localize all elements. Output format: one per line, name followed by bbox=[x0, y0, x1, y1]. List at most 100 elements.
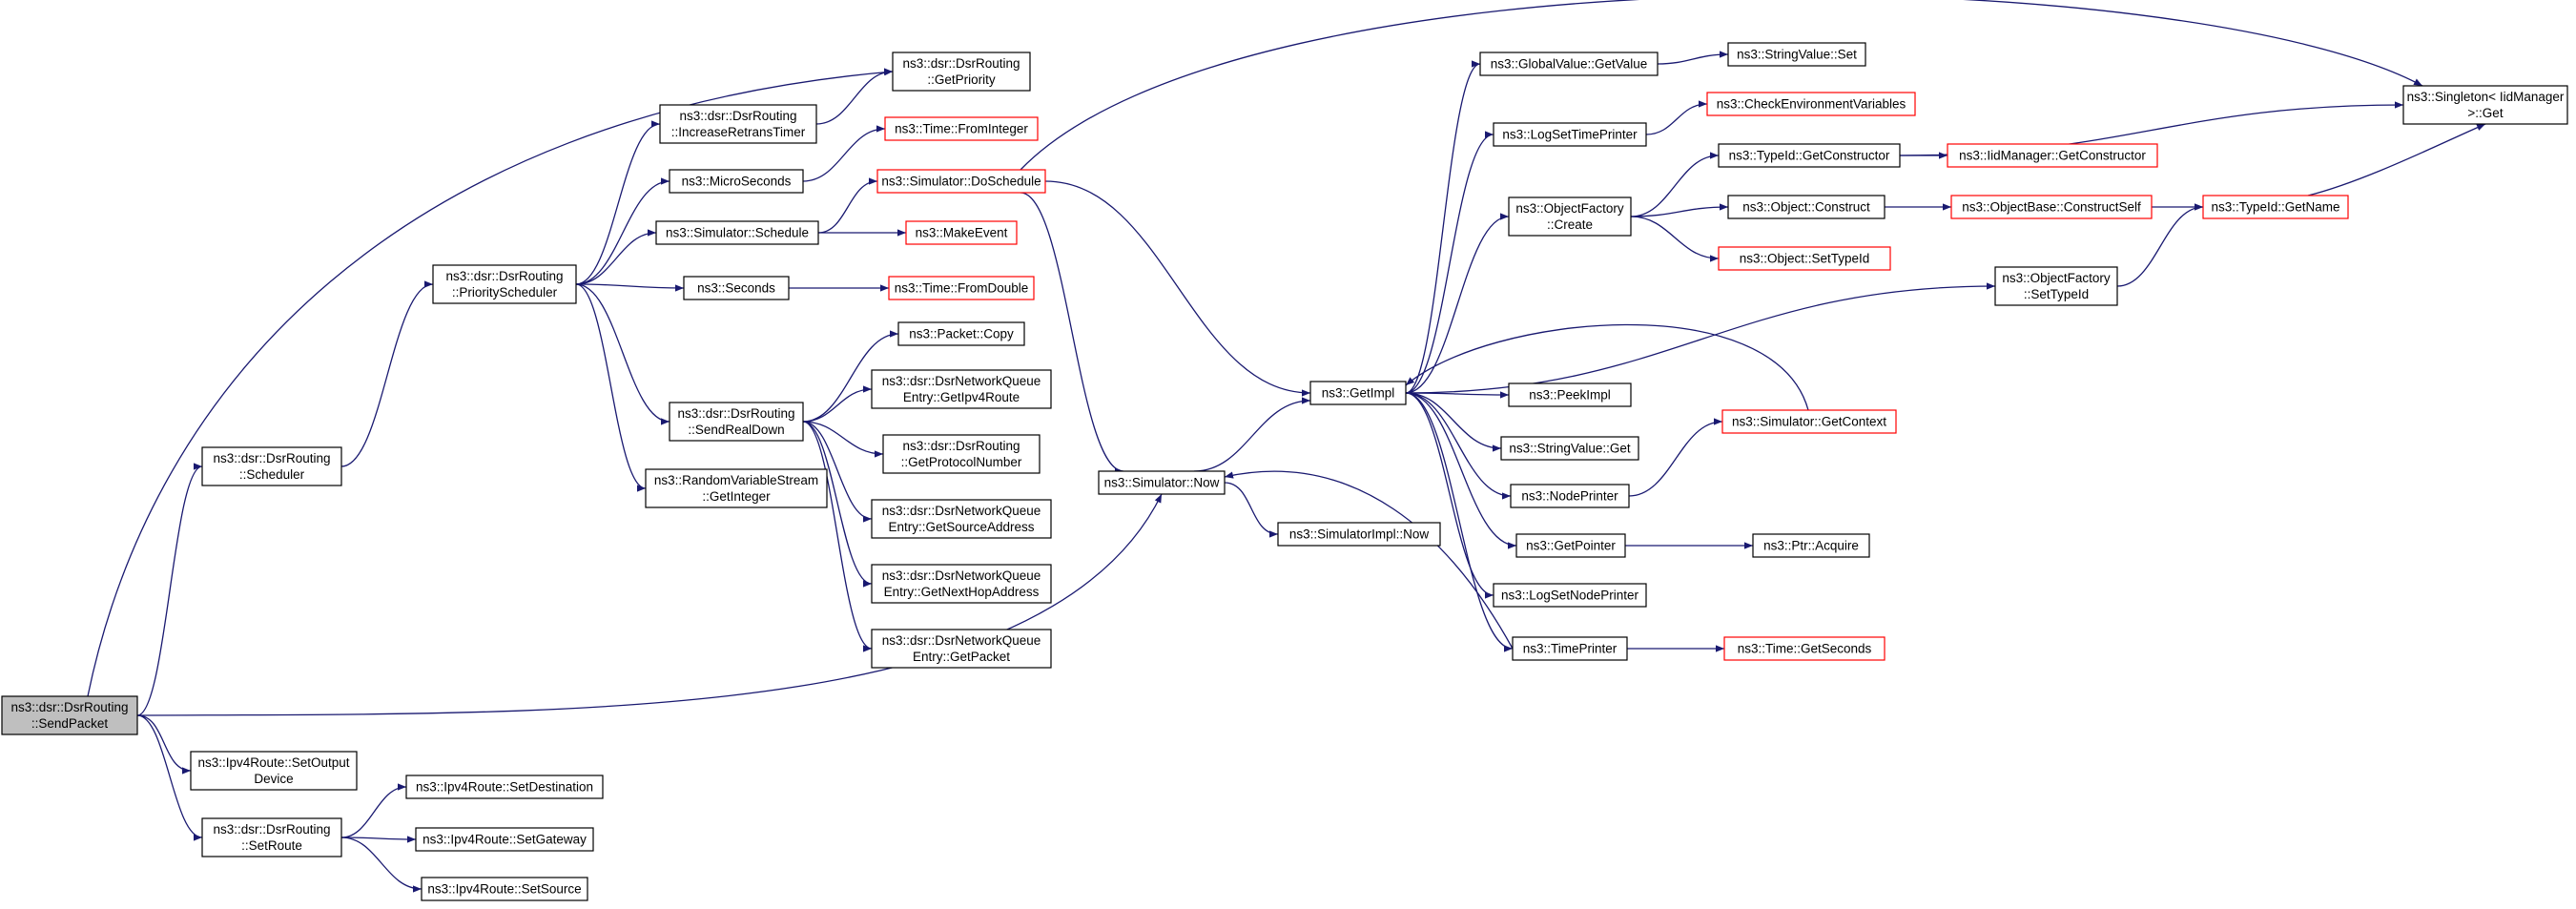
node-box[interactable] bbox=[1, 695, 138, 735]
node-box[interactable] bbox=[897, 321, 1025, 346]
node-box[interactable] bbox=[1752, 533, 1870, 558]
node-logsettime[interactable]: ns3::LogSetTimePrinter bbox=[1493, 122, 1647, 147]
node-box[interactable] bbox=[1493, 583, 1647, 608]
node-singleton[interactable]: ns3::Singleton< IidManager >::Get bbox=[2402, 85, 2568, 125]
node-box[interactable] bbox=[1479, 52, 1659, 76]
node-setgw[interactable]: ns3::Ipv4Route::SetGateway bbox=[415, 827, 594, 852]
node-incretrans[interactable]: ns3::dsr::DsrRouting::IncreaseRetransTim… bbox=[659, 104, 817, 144]
node-getipv4route[interactable]: ns3::dsr::DsrNetworkQueueEntry::GetIpv4R… bbox=[871, 369, 1052, 409]
node-getprio[interactable]: ns3::dsr::DsrRouting::GetPriority bbox=[892, 52, 1031, 92]
node-priosched[interactable]: ns3::dsr::DsrRouting::PriorityScheduler bbox=[432, 264, 577, 304]
node-objsettid[interactable]: ns3::Object::SetTypeId bbox=[1718, 246, 1891, 271]
node-doschedule[interactable]: ns3::Simulator::DoSchedule bbox=[876, 169, 1046, 194]
node-logsetnode[interactable]: ns3::LogSetNodePrinter bbox=[1493, 583, 1647, 608]
node-sendpacket[interactable]: ns3::dsr::DsrRouting::SendPacket bbox=[1, 695, 138, 735]
node-box[interactable] bbox=[1508, 196, 1632, 237]
node-box[interactable] bbox=[1510, 484, 1630, 508]
node-box[interactable] bbox=[1508, 382, 1632, 407]
node-setdest[interactable]: ns3::Ipv4Route::SetDestination bbox=[405, 775, 604, 799]
node-timegetsec[interactable]: ns3::Time::GetSeconds bbox=[1723, 636, 1886, 661]
node-microsec[interactable]: ns3::MicroSeconds bbox=[669, 169, 804, 194]
node-ptracquire[interactable]: ns3::Ptr::Acquire bbox=[1752, 533, 1870, 558]
node-box[interactable] bbox=[655, 220, 819, 245]
node-box[interactable] bbox=[645, 468, 828, 508]
node-box[interactable] bbox=[2202, 195, 2349, 219]
node-box[interactable] bbox=[1718, 246, 1891, 271]
node-box[interactable] bbox=[415, 827, 594, 852]
node-box[interactable] bbox=[1277, 522, 1441, 547]
node-rvsgetint[interactable]: ns3::RandomVariableStream::GetInteger bbox=[645, 468, 828, 508]
node-box[interactable] bbox=[405, 775, 604, 799]
node-box[interactable] bbox=[882, 434, 1041, 474]
node-simnow[interactable]: ns3::Simulator::Now bbox=[1098, 470, 1226, 495]
node-getcontext[interactable]: ns3::Simulator::GetContext bbox=[1721, 409, 1897, 434]
node-box[interactable] bbox=[876, 169, 1046, 194]
node-box[interactable] bbox=[1309, 381, 1407, 405]
node-fromdouble[interactable]: ns3::Time::FromDouble bbox=[888, 276, 1035, 300]
node-ofsettid[interactable]: ns3::ObjectFactory::SetTypeId bbox=[1994, 266, 2118, 306]
node-simsched[interactable]: ns3::Simulator::Schedule bbox=[655, 220, 819, 245]
node-box[interactable] bbox=[871, 499, 1052, 539]
node-getnexthop[interactable]: ns3::dsr::DsrNetworkQueueEntry::GetNextH… bbox=[871, 564, 1052, 604]
node-objbaseconstruct[interactable]: ns3::ObjectBase::ConstructSelf bbox=[1950, 195, 2153, 219]
node-box[interactable] bbox=[1727, 195, 1886, 219]
node-box[interactable] bbox=[669, 402, 804, 442]
node-box[interactable] bbox=[421, 877, 588, 901]
node-getsrcaddr[interactable]: ns3::dsr::DsrNetworkQueueEntry::GetSourc… bbox=[871, 499, 1052, 539]
node-box[interactable] bbox=[1706, 92, 1916, 116]
node-svget[interactable]: ns3::StringValue::Get bbox=[1500, 436, 1639, 461]
node-box[interactable] bbox=[1721, 409, 1897, 434]
node-box[interactable] bbox=[201, 446, 342, 486]
node-box[interactable] bbox=[905, 220, 1018, 245]
node-box[interactable] bbox=[432, 264, 577, 304]
node-pktcopy[interactable]: ns3::Packet::Copy bbox=[897, 321, 1025, 346]
node-tidgetctor[interactable]: ns3::TypeId::GetConstructor bbox=[1718, 143, 1901, 168]
node-box[interactable] bbox=[1500, 436, 1639, 461]
node-gvgetvalue[interactable]: ns3::GlobalValue::GetValue bbox=[1479, 52, 1659, 76]
node-getpointer[interactable]: ns3::GetPointer bbox=[1515, 533, 1626, 558]
node-tidgetname[interactable]: ns3::TypeId::GetName bbox=[2202, 195, 2349, 219]
node-box[interactable] bbox=[1512, 636, 1628, 661]
node-getimpl[interactable]: ns3::GetImpl bbox=[1309, 381, 1407, 405]
node-box[interactable] bbox=[1723, 636, 1886, 661]
node-box[interactable] bbox=[1950, 195, 2153, 219]
node-box[interactable] bbox=[190, 751, 358, 791]
node-box[interactable] bbox=[884, 116, 1039, 141]
node-timeprinter[interactable]: ns3::TimePrinter bbox=[1512, 636, 1628, 661]
node-setroute[interactable]: ns3::dsr::DsrRouting::SetRoute bbox=[201, 817, 342, 857]
node-makeevent[interactable]: ns3::MakeEvent bbox=[905, 220, 1018, 245]
node-box[interactable] bbox=[669, 169, 804, 194]
node-seconds[interactable]: ns3::Seconds bbox=[683, 276, 790, 300]
node-box[interactable] bbox=[1515, 533, 1626, 558]
node-objconstruct[interactable]: ns3::Object::Construct bbox=[1727, 195, 1886, 219]
node-box[interactable] bbox=[201, 817, 342, 857]
node-checkenv[interactable]: ns3::CheckEnvironmentVariables bbox=[1706, 92, 1916, 116]
node-box[interactable] bbox=[888, 276, 1035, 300]
node-box[interactable] bbox=[1098, 470, 1226, 495]
node-box[interactable] bbox=[1994, 266, 2118, 306]
node-box[interactable] bbox=[1727, 42, 1866, 67]
node-box[interactable] bbox=[1493, 122, 1647, 147]
node-box[interactable] bbox=[2402, 85, 2568, 125]
node-box[interactable] bbox=[871, 564, 1052, 604]
node-scheduler[interactable]: ns3::dsr::DsrRouting::Scheduler bbox=[201, 446, 342, 486]
node-setsrc[interactable]: ns3::Ipv4Route::SetSource bbox=[421, 877, 588, 901]
node-svset[interactable]: ns3::StringValue::Set bbox=[1727, 42, 1866, 67]
node-iidgetctor[interactable]: ns3::IidManager::GetConstructor bbox=[1947, 143, 2158, 168]
node-box[interactable] bbox=[659, 104, 817, 144]
node-nodeprinter[interactable]: ns3::NodePrinter bbox=[1510, 484, 1630, 508]
node-box[interactable] bbox=[892, 52, 1031, 92]
node-getprotonum[interactable]: ns3::dsr::DsrRouting::GetProtocolNumber bbox=[882, 434, 1041, 474]
node-simimplnow[interactable]: ns3::SimulatorImpl::Now bbox=[1277, 522, 1441, 547]
node-getpacket[interactable]: ns3::dsr::DsrNetworkQueueEntry::GetPacke… bbox=[871, 629, 1052, 669]
node-box[interactable] bbox=[1718, 143, 1901, 168]
node-peekimpl[interactable]: ns3::PeekImpl bbox=[1508, 382, 1632, 407]
node-box[interactable] bbox=[1947, 143, 2158, 168]
node-box[interactable] bbox=[871, 629, 1052, 669]
node-box[interactable] bbox=[683, 276, 790, 300]
node-ofcreate[interactable]: ns3::ObjectFactory::Create bbox=[1508, 196, 1632, 237]
node-fromint[interactable]: ns3::Time::FromInteger bbox=[884, 116, 1039, 141]
node-box[interactable] bbox=[871, 369, 1052, 409]
node-sendrealdown[interactable]: ns3::dsr::DsrRouting::SendRealDown bbox=[669, 402, 804, 442]
